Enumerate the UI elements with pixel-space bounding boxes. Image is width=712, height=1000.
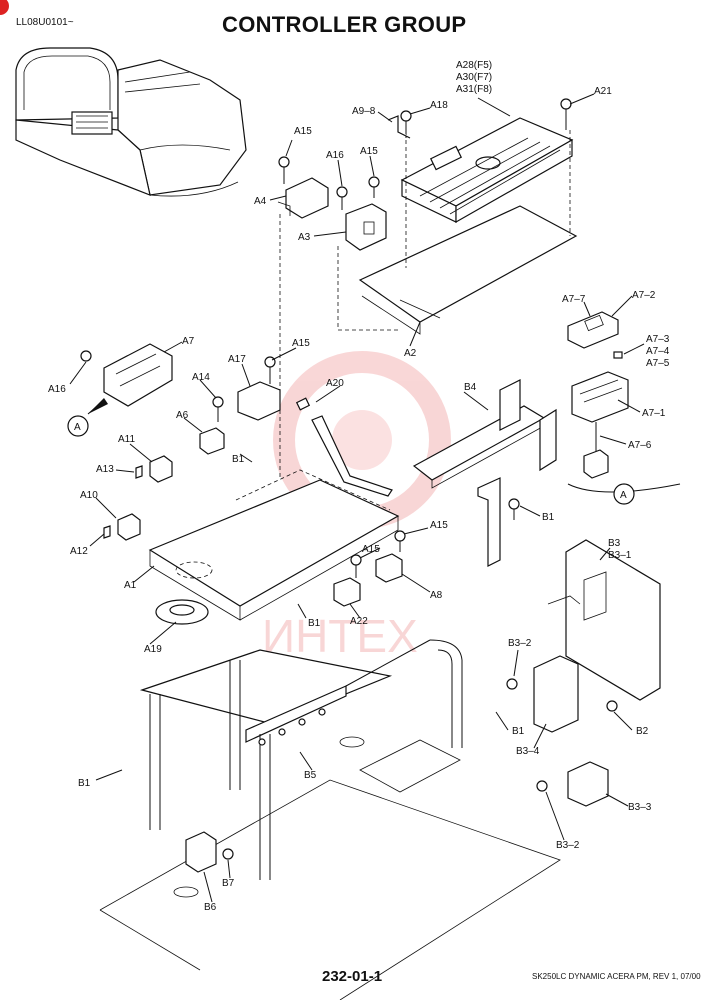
relay-a17 [237,356,281,421]
relay-b6 [185,831,234,873]
callout-a7-6: A7–6 [628,440,652,451]
callout-a7-2: A7–2 [632,290,656,301]
bracket-b3 [547,539,661,701]
callout-a14: A14 [192,372,210,383]
callout-b3-2-top: B3–2 [508,638,532,649]
callout-a7: A7 [182,336,195,347]
callout-a15-lower2: A15 [362,544,380,555]
bolt-b2 [606,700,618,712]
callout-a8: A8 [430,590,443,601]
callout-a16-mid: A16 [326,150,344,161]
module-a4 [277,177,329,219]
document-code: LL08U0101~ [16,17,74,28]
callout-a7-3: A7–3 [646,334,670,345]
callout-a15-center: A15 [292,338,310,349]
callout-a10: A10 [80,490,98,501]
callout-a12: A12 [70,546,88,557]
detail-view-a-connectors [567,311,681,505]
leader-lines [69,93,645,903]
bracket-a20 [295,397,393,497]
callout-a15-top-left: A15 [294,126,312,137]
connector-assembly-a7 [80,343,173,407]
callout-a21: A21 [594,86,612,97]
callout-a13: A13 [96,464,114,475]
callout-a16-left: A16 [48,384,66,395]
callout-b3: B3 [608,538,621,549]
callout-b1-left: B1 [78,778,91,789]
relay-a10 [103,513,141,541]
base-plate [99,736,561,1000]
relay-b3-4 [506,655,579,733]
module-a3 [345,203,387,251]
controller-unit-a28 [400,117,574,224]
callout-a22: A22 [350,616,368,627]
callout-detail-a-circle: A [620,490,627,501]
callout-a4: A4 [254,196,267,207]
corner-tab-marker [0,0,9,15]
callout-a1: A1 [124,580,137,591]
callout-a28: A28(F5) [456,60,492,71]
plate-a2 [358,205,578,335]
callout-a18: A18 [430,100,448,111]
callout-a2: A2 [404,348,417,359]
callout-b1-far: B1 [512,726,525,737]
callout-b1-right: B1 [542,512,555,523]
callout-a31: A31(F8) [456,84,492,95]
grommet-a19 [155,599,209,625]
diode-a6 [199,396,225,455]
support-post [477,477,520,567]
callout-b7: B7 [222,878,235,889]
callout-a7-7: A7–7 [562,294,586,305]
view-a-arrow [67,398,108,437]
footer-note: SK250LC DYNAMIC ACERA PM, REV 1, 07/00 [532,972,701,981]
relay-a8 [375,530,406,583]
callout-a6: A6 [176,410,189,421]
callout-labels: A28(F5) A30(F7) A31(F8) A21 A18 A9–8 A15… [48,60,670,913]
callout-a7-5: A7–5 [646,358,670,369]
callout-b2: B2 [636,726,649,737]
callout-b1-lower: B1 [308,618,321,629]
callout-b3-3: B3–3 [628,802,652,813]
callout-a30: A30(F7) [456,72,492,83]
callout-b4: B4 [464,382,477,393]
watermark-text: ИНТЕХ [262,610,418,662]
callout-a19: A19 [144,644,162,655]
bracket-b4 [412,379,557,489]
callout-b6: B6 [204,902,217,913]
callout-b1-center: B1 [232,454,245,465]
relay-b3-3 [536,761,609,807]
callout-b3-2-bottom: B3–2 [556,840,580,851]
callout-a15-lower: A15 [430,520,448,531]
relay-a22 [333,554,362,607]
callout-a11: A11 [118,434,135,445]
bolts-top-cluster [278,98,572,210]
stand-frame-b5 [139,639,463,880]
page-title: CONTROLLER GROUP [222,12,467,37]
callout-b5: B5 [304,770,317,781]
callout-a7-4: A7–4 [646,346,670,357]
callout-a7-1: A7–1 [642,408,666,419]
callout-a3: A3 [298,232,311,243]
callout-a15-mid: A15 [360,146,378,157]
callout-a17: A17 [228,354,246,365]
page-number: 232-01-1 [322,968,383,985]
relay-a11 [135,455,173,483]
frame-a1 [148,469,400,621]
callout-b3-1: B3–1 [608,550,632,561]
callout-a9-8: A9–8 [352,106,376,117]
callout-view-a-circle: A [74,422,81,433]
callout-a20: A20 [326,378,344,389]
callout-b3-4: B3–4 [516,746,540,757]
machine-overview-illustration [15,47,247,197]
